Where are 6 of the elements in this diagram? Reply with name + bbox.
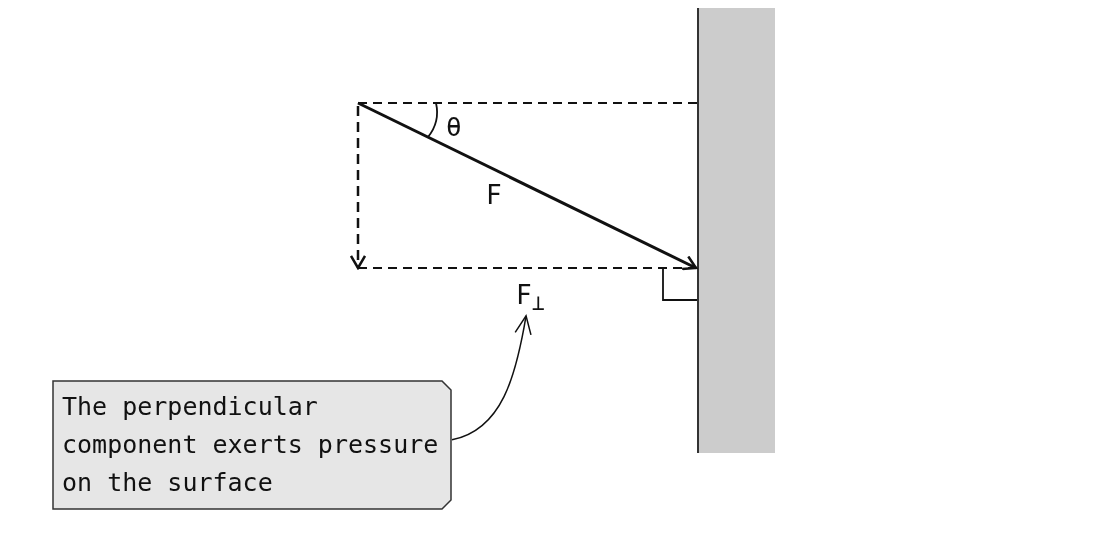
- callout-text: The perpendicular component exerts pressure on the surface: [62, 391, 440, 499]
- callout-box: [52, 380, 452, 510]
- force-label: F$_{⊥}$: [516, 282, 545, 314]
- angle-label: θ: [446, 114, 462, 140]
- force-label: F: [486, 182, 502, 208]
- leader-arrow: [451, 315, 532, 441]
